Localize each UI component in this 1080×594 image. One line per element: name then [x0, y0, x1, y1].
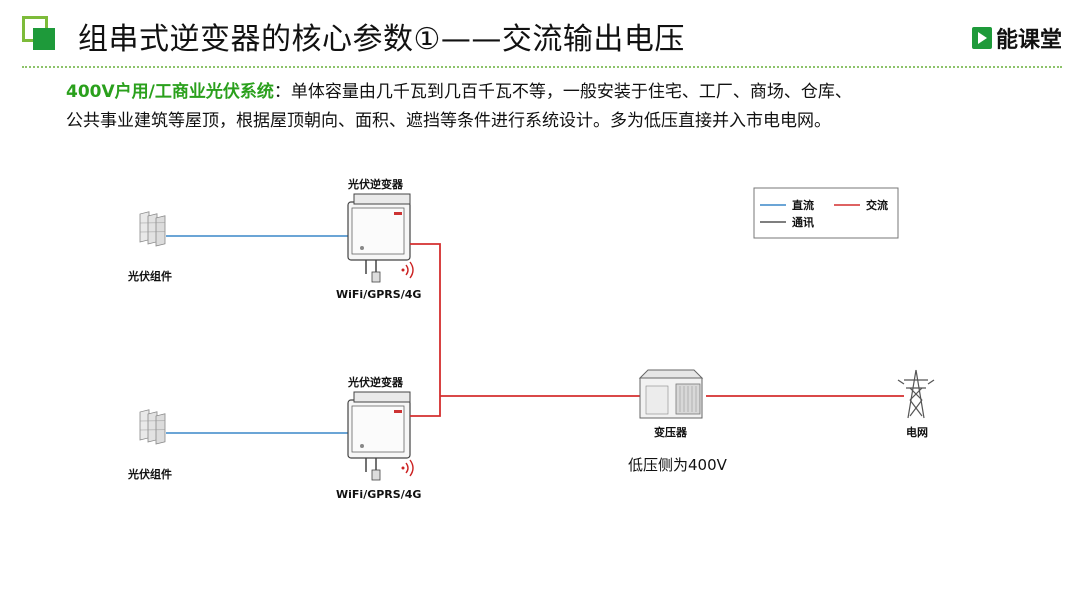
brand-play-icon	[971, 27, 992, 49]
pv-bottom-label: 光伏组件	[127, 467, 172, 481]
brand-name: 能课堂	[995, 28, 1062, 53]
inverter-top-icon	[347, 193, 411, 283]
wifi-bottom-label: WiFi/GPRS/4G	[336, 488, 421, 501]
inverter-bottom-icon	[347, 391, 411, 481]
intro-paragraph: 400V户用/工商业光伏系统：单体容量由几千瓦到几百千瓦不等，一般安装于住宅、工…	[66, 78, 1026, 136]
wireless-bottom-icon	[400, 459, 414, 477]
pv-top-label: 光伏组件	[127, 269, 172, 283]
wireless-top-icon	[400, 261, 414, 279]
header-divider	[22, 66, 1062, 68]
page-title: 组串式逆变器的核心参数①——交流输出电压	[78, 22, 685, 57]
transformer-label: 变压器	[654, 425, 688, 439]
brand: 能课堂	[971, 22, 1062, 54]
inverter-bottom-label: 光伏逆变器	[347, 375, 404, 389]
transformer-icon	[638, 369, 704, 419]
legend-dc-label: 直流	[792, 198, 814, 212]
transformer-note: 低压侧为400V	[628, 456, 728, 474]
grid-tower-icon	[897, 369, 935, 419]
intro-line1: ：单体容量由几千瓦到几百千瓦不等，一般安装于住宅、工厂、商场、仓库、	[273, 82, 852, 102]
pv-panel-bottom-icon	[139, 405, 166, 449]
pv-panel-top-icon	[139, 207, 166, 251]
ac-line-bottom	[410, 396, 441, 417]
inverter-top-label: 光伏逆变器	[347, 177, 404, 191]
legend-comm-label: 通讯	[792, 216, 814, 229]
legend-ac-label: 交流	[866, 198, 888, 212]
grid-label: 电网	[906, 425, 928, 439]
header-logo-mark	[22, 16, 62, 52]
intro-highlight: 400V户用/工商业光伏系统	[66, 82, 274, 102]
intro-line2: 公共事业建筑等屋顶，根据屋顶朝向、面积、遮挡等条件进行系统设计。多为低压直接并入…	[66, 111, 831, 131]
legend: 直流 交流 通讯	[753, 187, 899, 239]
ac-line-top	[410, 243, 441, 396]
wifi-top-label: WiFi/GPRS/4G	[336, 288, 421, 301]
